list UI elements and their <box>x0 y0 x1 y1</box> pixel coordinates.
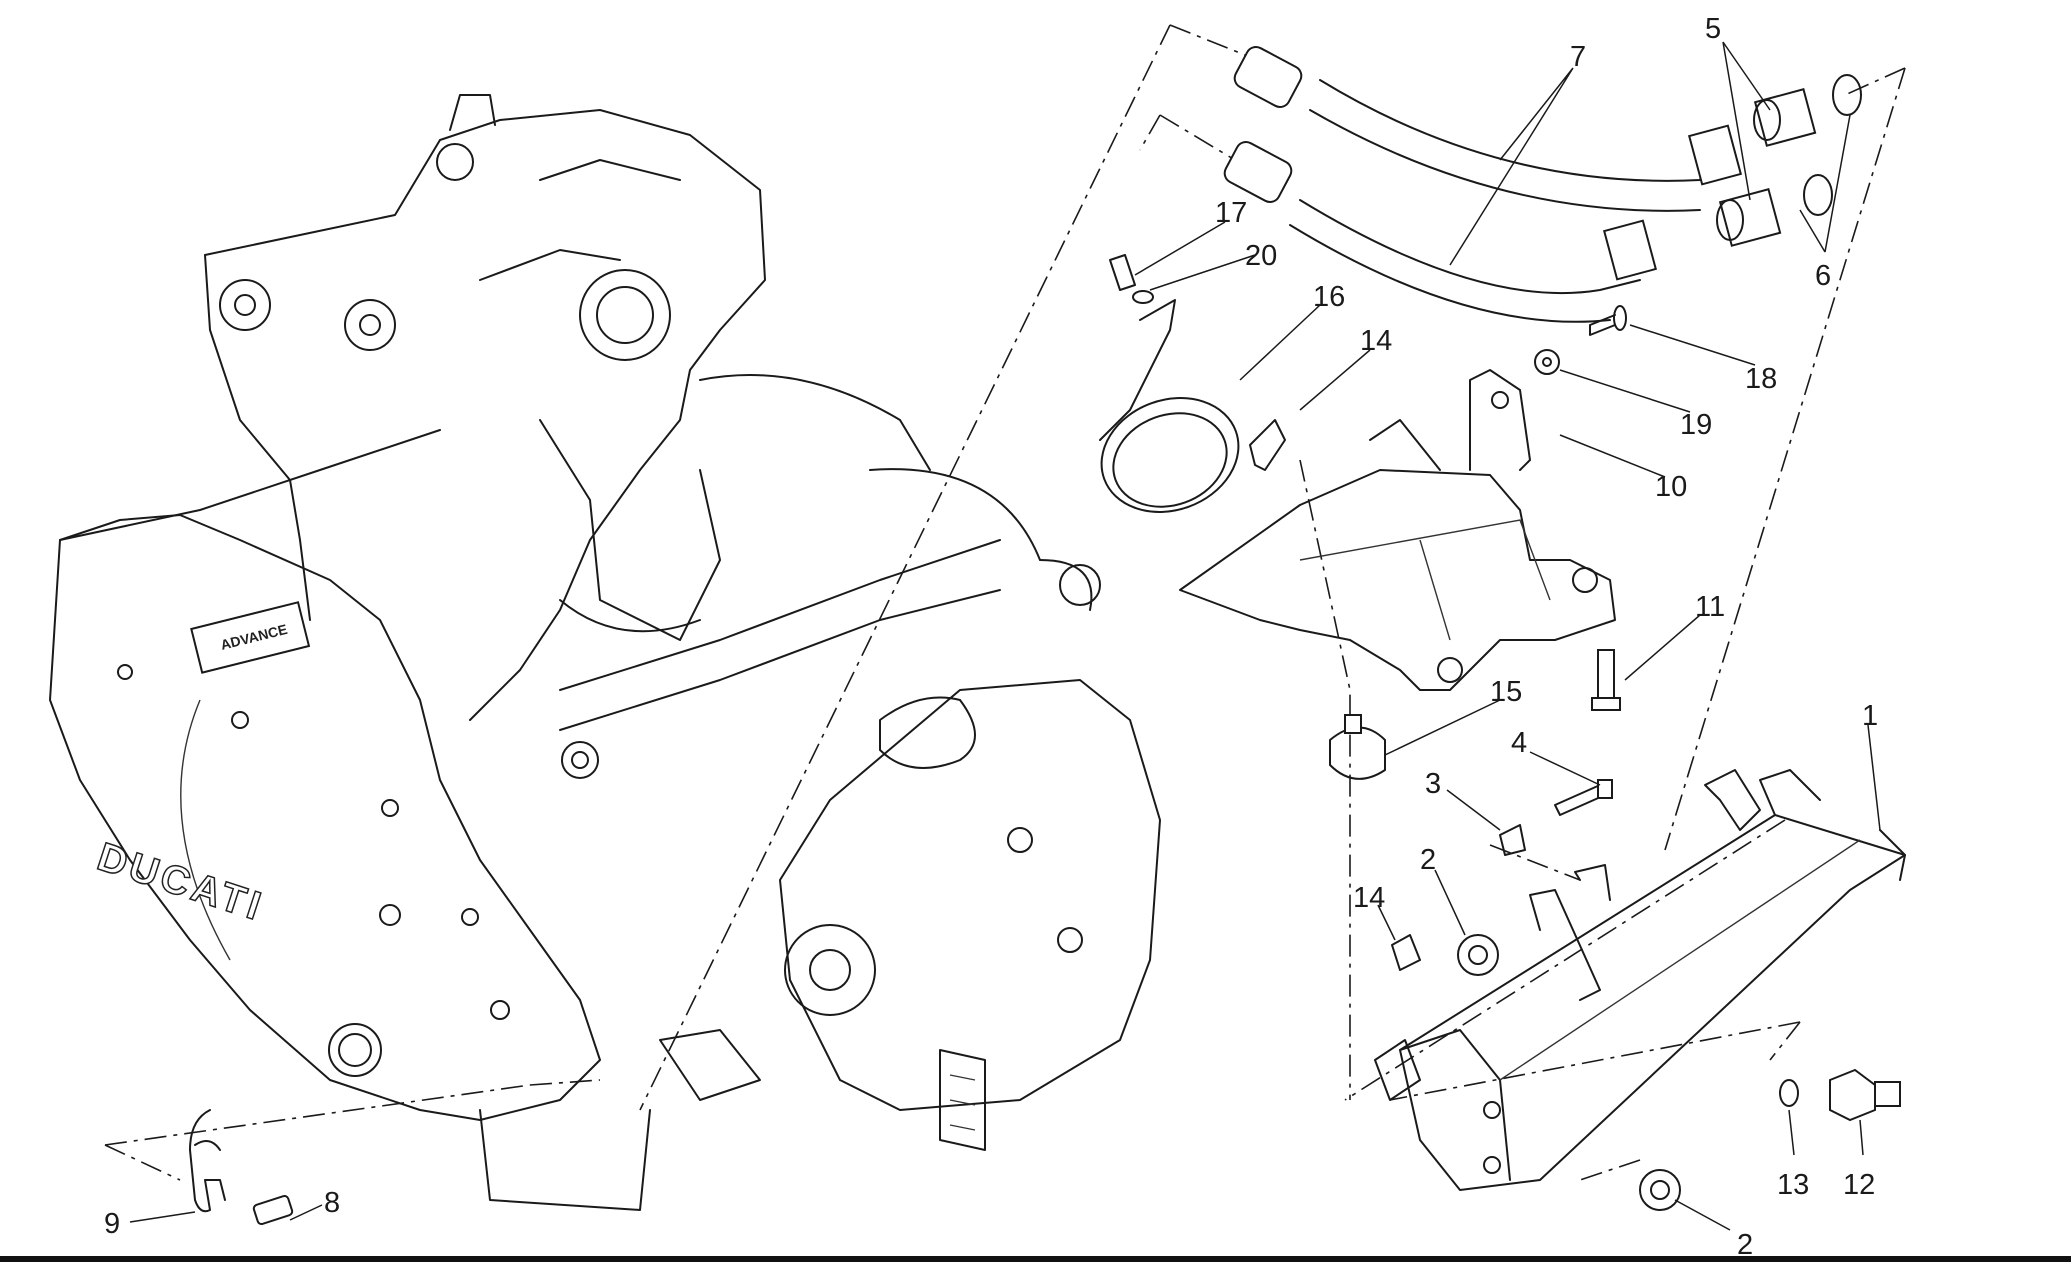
callout-12: 12 <box>1843 1169 1875 1201</box>
callout-19: 19 <box>1680 409 1712 441</box>
engine-assembly: DUCATI ADVANCE <box>49 94 1161 1211</box>
callout-10: 10 <box>1655 471 1687 503</box>
callout-2: 2 <box>1420 844 1436 876</box>
callout-15: 15 <box>1490 676 1522 708</box>
callout-14: 14 <box>1360 325 1392 357</box>
leader-lines <box>129 41 1881 1231</box>
horn-assembly <box>1099 254 1286 513</box>
callout-6: 6 <box>1815 260 1831 292</box>
callout-9: 9 <box>104 1208 120 1240</box>
callout-16: 16 <box>1313 281 1345 313</box>
callout-17: 17 <box>1215 197 1247 229</box>
callout-2-lower: 2 <box>1737 1229 1753 1261</box>
hose-clip-and-screw <box>189 1109 294 1226</box>
oil-hoses <box>1223 46 1862 323</box>
callout-8: 8 <box>324 1187 340 1219</box>
callout-14-lower: 14 <box>1353 882 1385 914</box>
oil-cooler <box>1374 769 1906 1211</box>
callout-1: 1 <box>1862 700 1878 732</box>
callout-18: 18 <box>1745 363 1777 395</box>
callout-7: 7 <box>1570 41 1586 73</box>
cooler-bracket <box>1179 305 1627 780</box>
callout-13: 13 <box>1777 1169 1809 1201</box>
callout-5: 5 <box>1705 13 1721 45</box>
callout-11: 11 <box>1695 591 1725 623</box>
callout-4: 4 <box>1511 727 1527 759</box>
callout-3: 3 <box>1425 768 1441 800</box>
callout-20: 20 <box>1245 240 1277 272</box>
callout-labels: 7 5 6 17 20 16 14 18 19 10 11 15 1 4 3 2… <box>104 13 1878 1261</box>
alignment-lines <box>104 24 1906 1181</box>
bottom-border <box>0 1256 2071 1262</box>
engine-brand-text: DUCATI <box>92 835 269 930</box>
